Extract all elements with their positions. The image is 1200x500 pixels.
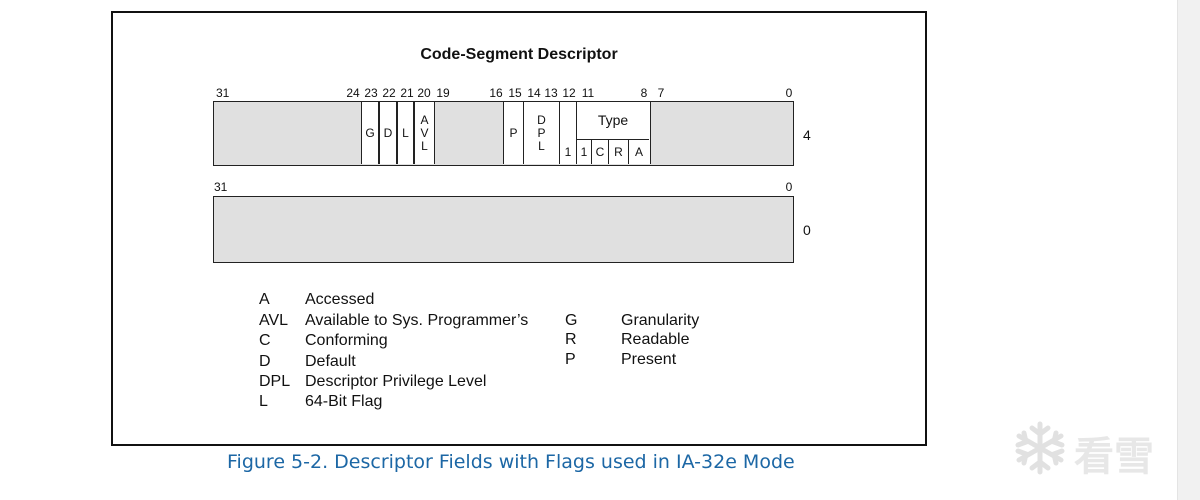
legend-meaning-dpl: Descriptor Privilege Level bbox=[305, 373, 487, 390]
type-bit-c: C bbox=[592, 140, 609, 164]
descriptor-lower-word bbox=[213, 196, 794, 263]
legend-abbr-dpl: DPL bbox=[259, 373, 291, 390]
legend-meaning-g: Granularity bbox=[621, 312, 700, 329]
bit-label-21: 21 bbox=[400, 86, 414, 100]
snowflake-icon bbox=[1015, 421, 1065, 475]
field-dpl-letter-2: P bbox=[537, 125, 546, 140]
bit-label-14: 14 bbox=[527, 86, 541, 100]
field-l: L bbox=[397, 102, 414, 164]
field-dpl: D P L bbox=[524, 102, 560, 164]
field-avl-letter-1: A bbox=[420, 112, 429, 127]
lower-bit-label-31: 31 bbox=[214, 180, 228, 194]
figure-caption: Figure 5-2. Descriptor Fields with Flags… bbox=[227, 451, 795, 473]
bit-label-7: 7 bbox=[657, 86, 665, 100]
bit-label-0: 0 bbox=[785, 86, 793, 100]
bit-label-20: 20 bbox=[417, 86, 431, 100]
bit-label-11: 11 bbox=[581, 86, 595, 100]
bit-label-12: 12 bbox=[562, 86, 576, 100]
figure-frame: Code-Segment Descriptor 31 24 23 22 21 2… bbox=[111, 11, 927, 446]
bit-label-8: 8 bbox=[640, 86, 648, 100]
bit-label-23: 23 bbox=[364, 86, 378, 100]
field-p: P bbox=[503, 102, 524, 164]
legend-abbr-g: G bbox=[565, 312, 578, 329]
legend-meaning-d: Default bbox=[305, 353, 356, 370]
legend-abbr-a: A bbox=[259, 291, 270, 308]
bit-label-31: 31 bbox=[216, 86, 230, 100]
bit-label-16: 16 bbox=[489, 86, 503, 100]
bit-label-22: 22 bbox=[382, 86, 396, 100]
descriptor-upper-word: G D L A V L P D P L 1 bbox=[213, 101, 794, 166]
field-avl-letter-2: V bbox=[420, 125, 429, 140]
bit-label-15: 15 bbox=[508, 86, 522, 100]
field-p-label: P bbox=[509, 125, 518, 140]
bit-label-24: 24 bbox=[346, 86, 360, 100]
legend-meaning-a: Accessed bbox=[305, 291, 375, 308]
field-d-label: D bbox=[383, 125, 393, 140]
field-s: 1 bbox=[560, 102, 577, 164]
field-s-label: 1 bbox=[564, 145, 572, 159]
field-avl: A V L bbox=[414, 102, 435, 164]
bit-label-19: 19 bbox=[436, 86, 450, 100]
legend-meaning-l: 64-Bit Flag bbox=[305, 393, 383, 410]
legend-abbr-avl: AVL bbox=[259, 312, 289, 329]
field-avl-letter-3: L bbox=[421, 138, 428, 153]
field-dpl-letter-1: D bbox=[537, 112, 546, 127]
field-l-label: L bbox=[402, 125, 409, 140]
field-type: Type 1 C R A bbox=[577, 102, 651, 164]
field-g-label: G bbox=[365, 125, 375, 140]
legend-meaning-r: Readable bbox=[621, 331, 690, 348]
legend-meaning-c: Conforming bbox=[305, 332, 388, 349]
word-offset-4: 4 bbox=[803, 127, 811, 143]
legend-meaning-p: Present bbox=[621, 351, 677, 368]
watermark: 看雪 bbox=[1010, 418, 1175, 480]
field-dpl-letter-3: L bbox=[538, 138, 545, 153]
field-type-header: Type bbox=[577, 102, 649, 140]
lower-bit-label-0: 0 bbox=[785, 180, 793, 194]
legend-abbr-c: C bbox=[259, 332, 271, 349]
type-bit-r: R bbox=[609, 140, 629, 164]
legend-meaning-avl: Available to Sys. Programmer’s bbox=[305, 312, 529, 329]
diagram-title: Code-Segment Descriptor bbox=[420, 46, 618, 63]
bit-label-13: 13 bbox=[544, 86, 558, 100]
legend-abbr-l: L bbox=[259, 393, 268, 410]
legend-abbr-p: P bbox=[565, 351, 576, 368]
field-g: G bbox=[361, 102, 379, 164]
scrollbar-track[interactable] bbox=[1177, 0, 1200, 500]
legend-abbr-r: R bbox=[565, 331, 577, 348]
watermark-text: 看雪 bbox=[1074, 434, 1154, 480]
legend-abbr-d: D bbox=[259, 353, 271, 370]
type-bit-11: 1 bbox=[577, 140, 592, 164]
word-offset-0: 0 bbox=[803, 222, 811, 238]
field-d: D bbox=[379, 102, 397, 164]
type-bit-a: A bbox=[634, 144, 643, 159]
